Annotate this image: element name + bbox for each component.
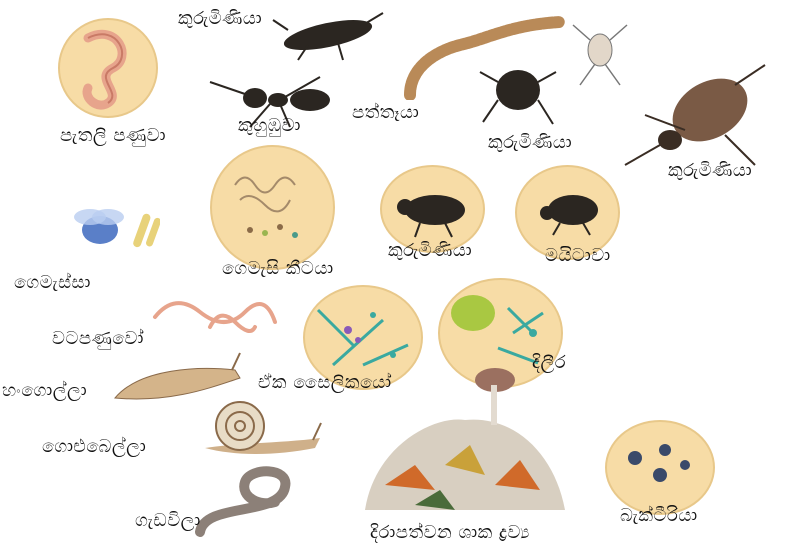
label-slug: හංගොල්ලා: [2, 380, 87, 401]
label-housefly: ගෙමැස්සා: [14, 272, 91, 293]
label-decaying-matter: දිරාපත්වන ශාක ද්‍රව්‍ය: [370, 522, 530, 543]
housefly-icon: [60, 195, 160, 265]
label-ant: කුහුඹුවා: [238, 115, 301, 136]
label-beetle-small: කුරුමිණියා: [388, 240, 472, 261]
label-beetle-top: කුරුමිණියා: [178, 8, 262, 29]
label-earthworm: ගැඩවිලා: [135, 510, 201, 531]
label-snail: ගොළුබෙල්ලා: [42, 436, 146, 457]
round-beetle-icon: [478, 52, 558, 132]
label-beetle-right: කුරුමිණියා: [668, 160, 752, 181]
label-bacteria: බැක්ටීරියා: [620, 505, 698, 526]
label-beetle-mid: කුරුමිණියා: [488, 132, 572, 153]
nematode-icon: [210, 145, 335, 270]
bacteria-circle: [605, 420, 715, 515]
roundworm-icon: [150, 292, 280, 342]
label-mite: මයිටාවා: [545, 245, 611, 266]
nematode-circle: [210, 145, 335, 270]
flatworm-circle: [58, 18, 158, 118]
label-roundworm: වටපණුවෝ: [52, 328, 144, 349]
decaying-matter-icon: [345, 355, 575, 520]
snail-icon: [195, 398, 325, 458]
rove-beetle-icon: [268, 5, 388, 65]
label-millipede: පත්තෑයා: [352, 102, 419, 123]
earthworm-icon: [190, 462, 300, 542]
bacteria-icon: [605, 420, 715, 515]
label-flatworm: පැතලි පණුවා: [60, 125, 166, 146]
flatworm-icon: [58, 18, 158, 118]
label-nematode: ගෙමැසි කීටයා: [222, 258, 334, 279]
